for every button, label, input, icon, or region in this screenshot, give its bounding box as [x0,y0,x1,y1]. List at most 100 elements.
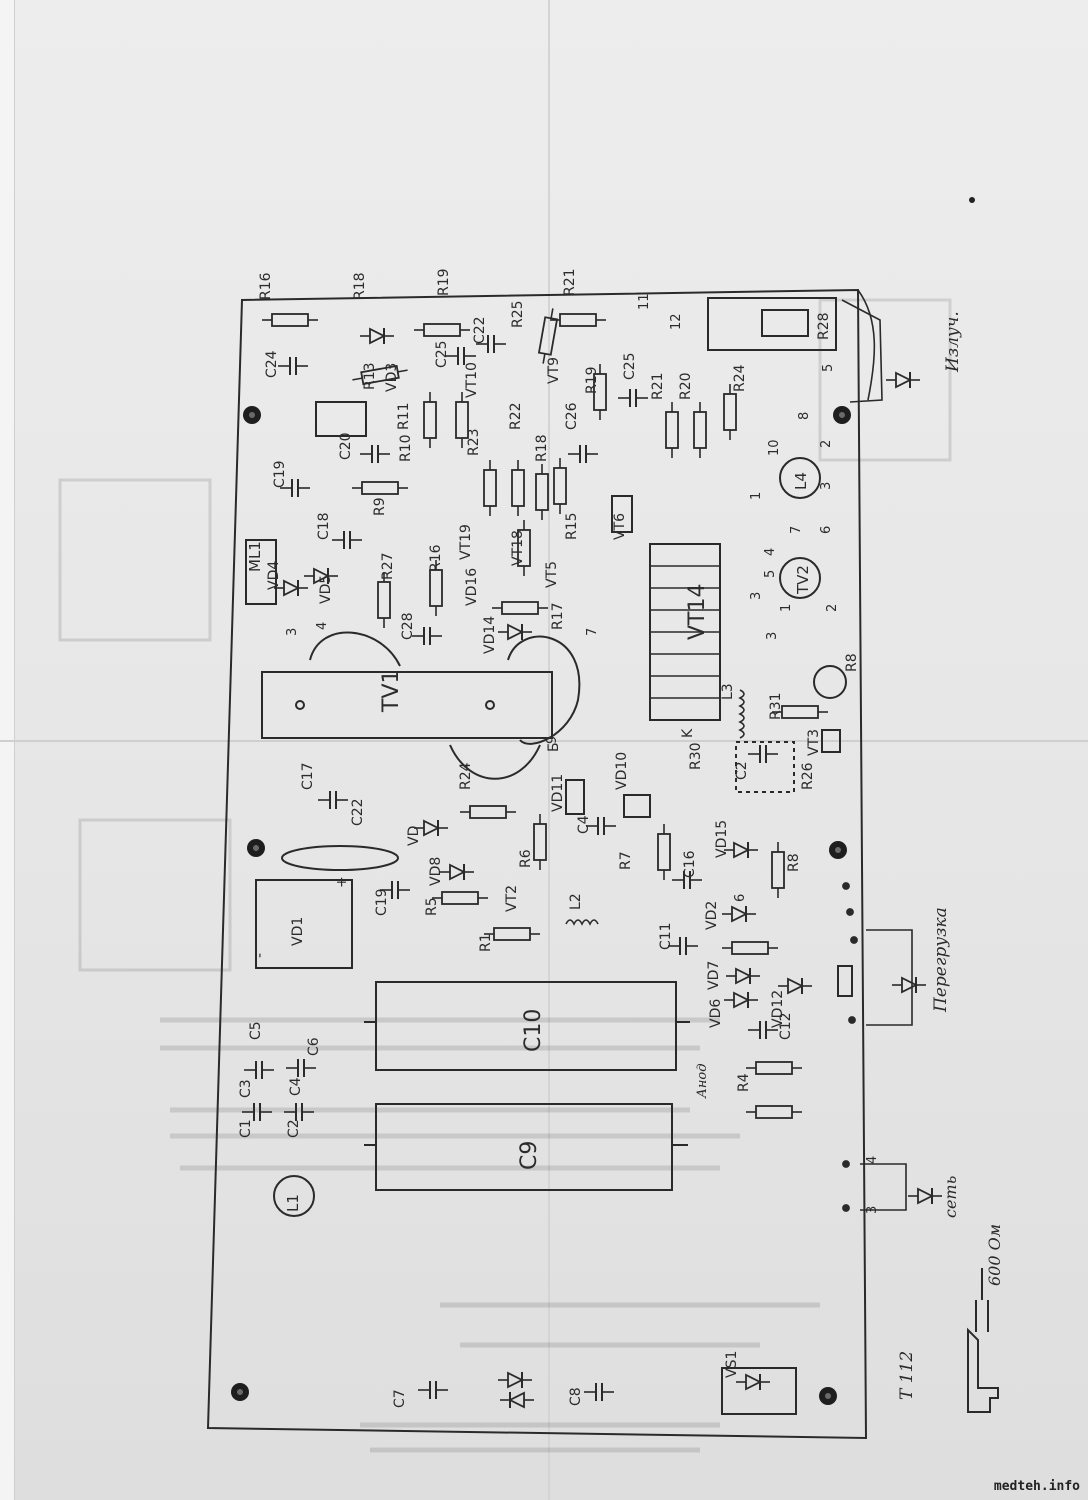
label-r27: R24 [732,364,748,392]
label-vd6: VD6 [708,999,724,1028]
pin-5b: 5 [763,570,778,578]
bleed-through-text [58,298,952,1453]
note-peregruzka: Перегрузка [931,907,951,1013]
label-vd7: VD7 [706,961,722,990]
label-vt9: VT9 [546,357,562,384]
pin-7: 7 [789,526,804,534]
label-r23: R20 [678,372,694,400]
pin-1a: 1 [749,492,764,500]
label-r10: R9 [372,497,388,516]
pin-4d: 4 [315,622,330,630]
label-r25: R22 [508,402,524,430]
label-r31: R26 [800,762,816,790]
label-c22: C22 [472,316,488,344]
label-c19: C19 [272,460,288,488]
pin-5a: 5 [821,364,836,372]
label-r4: R4 [736,1073,752,1092]
label-vt10: VT10 [464,362,480,398]
pin-4e: 4 [865,1156,880,1164]
label-vd14: VD14 [482,616,498,654]
pin-10: 10 [767,439,782,456]
note-anod: Анод [695,1064,710,1099]
label-c16: C16 [682,850,698,878]
label-l2: L2 [568,893,584,910]
pin-4b: 4 [763,548,778,556]
label-c18: C18 [316,512,332,540]
label-b: Б [546,742,562,752]
label-k: K [680,728,696,738]
medium-labels: ML1 L1 L4 TV2 [246,472,812,1212]
handwritten-notes: Перегрузка Излуч. сеть Т 112 600 Ом Анод [695,311,1004,1400]
label-vs1: VS1 [724,1351,740,1378]
label-r20: R17 [550,602,566,630]
label-c10: C10 [521,1009,546,1052]
label-r8: R8 [844,653,860,672]
board-outline [206,288,876,1440]
label-vd1: VD1 [290,917,306,946]
label-r9: R8 [786,853,802,872]
label-r17: R15 [564,512,580,540]
label-ml1: ML1 [246,541,264,572]
paper-edge [0,0,15,1500]
label-c20: C20 [338,432,354,460]
label-c1: C1 [238,1119,254,1138]
pin-1b: 1 [779,604,794,612]
label-r24: R21 [650,372,666,400]
label-vd3: VD3 [384,363,400,392]
pin-11: 11 [637,293,652,310]
label-r16: R19 [436,268,452,296]
label-vt19: VT19 [458,524,474,560]
label-r5: R5 [424,897,440,916]
label-vd8: VD8 [428,857,444,886]
label-vd10: VD10 [614,752,630,790]
label-c6: C6 [306,1037,322,1056]
label-r21: R18 [534,434,550,462]
pin-12: 12 [669,313,684,330]
label-r12: R11 [396,402,412,430]
label-r18: R21 [562,268,578,296]
pin-3d: 3 [285,628,300,636]
label-plus: + [334,876,350,888]
mounting-holes [231,197,975,1405]
label-vd16: VD16 [464,568,480,606]
pin-3a: 3 [819,482,834,490]
pin-6: 6 [819,526,834,534]
label-vt2: VT2 [504,885,520,912]
note-izluch: Излуч. [943,311,963,373]
label-vt6: VT6 [612,513,628,540]
label-r28: R24 [458,762,474,790]
label-r22: R19 [584,366,600,394]
note-connector: Т 112 [897,1351,917,1400]
label-c19b: C19 [374,888,390,916]
label-r14: R13 [362,362,378,390]
label-c23: C24 [264,350,280,378]
big-labels: TV1 C10 C9 VT14 [379,584,710,1170]
label-c4: C4 [576,815,592,834]
label-c5: C5 [248,1021,264,1040]
label-l4: L4 [792,472,810,490]
label-l1: L1 [284,1194,302,1212]
label-r6: R6 [518,849,534,868]
label-l3: L3 [720,683,736,700]
paper-fold-vertical [548,0,550,1500]
label-c21: C2 [734,761,750,780]
label-tv2: TV2 [794,565,812,595]
label-r26: R23 [466,428,482,456]
label-c3: C3 [238,1079,254,1098]
label-minus: - [252,953,268,958]
label-r11: R10 [398,434,414,462]
small-components [241,299,999,1413]
label-vt5: VT5 [544,561,560,588]
note-ohm: 600 Ом [985,1224,1004,1286]
large-components [245,297,853,1415]
label-vt18: VT18 [510,530,526,566]
label-c25: C25 [622,352,638,380]
pin-numbers: 5 8 2 10 3 1 7 6 4 5 3 1 2 3 11 12 3 4 7… [285,293,880,1214]
pin-2b: 2 [825,604,840,612]
label-vd4: VD4 [266,561,282,590]
pin-3c: 3 [765,632,780,640]
label-c9: C9 [517,1141,542,1170]
label-r13: R16 [258,272,274,300]
label-c26: C26 [564,402,580,430]
